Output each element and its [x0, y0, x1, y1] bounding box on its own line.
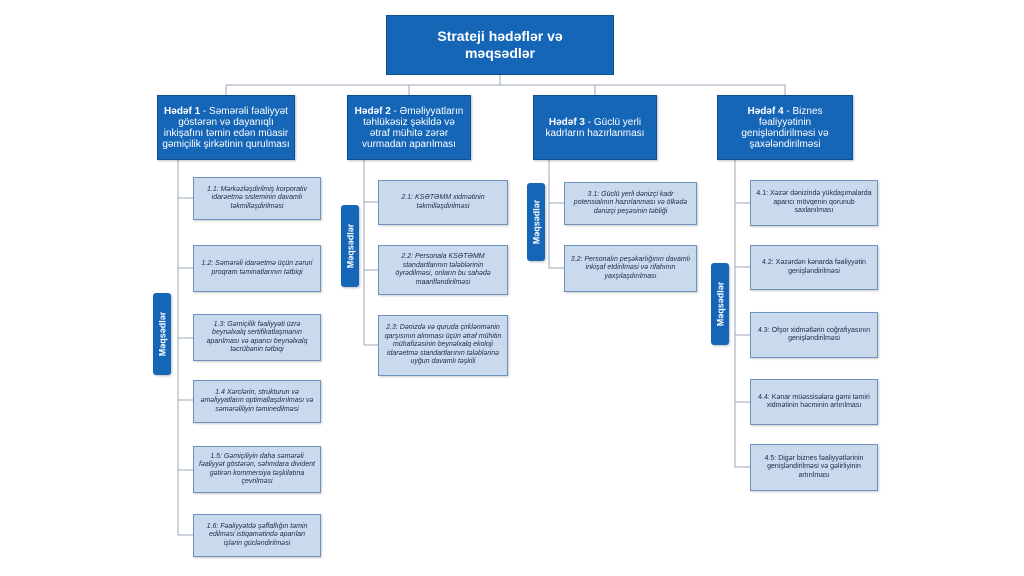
goal-1-text: - Səmərəli fəaliyyət göstərən və dayanıq…	[162, 105, 290, 150]
goal-1-box: Hədəf 1 - Səmərəli fəaliyyət göstərən və…	[157, 95, 295, 160]
goal-4-text: - Biznes fəaliyyətinin genişləndirilməsi…	[741, 105, 829, 150]
goal-4-label: Hədəf 4	[747, 105, 784, 117]
objective-3-1: 3.1: Güclü yerli dənizçi kadr potensialı…	[564, 182, 697, 225]
objective-3-2: 3.2: Personalın peşəkarlığının davamlı i…	[564, 245, 697, 292]
objective-1-3: 1.3: Gəmiçilik fəaliyyəti üzrə beynəlxal…	[193, 314, 321, 361]
goal-4-box: Hədəf 4 - Biznes fəaliyyətinin genişlənd…	[717, 95, 853, 160]
goal-3-label: Hədəf 3	[548, 116, 585, 128]
objective-4-1: 4.1: Xəzər dənizində yükdaşımalarda apar…	[750, 180, 878, 226]
objective-2-2: 2.2: Personala KSƏTƏMM standartlarının t…	[378, 245, 508, 295]
goal-3-box: Hədəf 3 - Güclü yerli kadrların hazırlan…	[533, 95, 657, 160]
goal-2-text: - Əməliyyatların təhlükəsiz şəkildə və ə…	[362, 105, 464, 150]
objective-4-5: 4.5: Digər biznes fəaliyyətlərinin geniş…	[750, 444, 878, 491]
objectives-tag-goal-4: Məqsədlər	[711, 263, 729, 345]
objective-1-2: 1.2: Səmərəli idarəetmə üçün zəruri proq…	[193, 245, 321, 292]
goal-2-box: Hədəf 2 - Əməliyyatların təhlükəsiz şəki…	[347, 95, 471, 160]
goal-2-label: Hədəf 2	[354, 105, 391, 117]
objective-2-3: 2.3: Dənizdə və quruda çirklənmənin qarş…	[378, 315, 508, 376]
objective-1-1: 1.1: Mərkəzləşdirilmiş korporativ idarəe…	[193, 177, 321, 220]
objective-4-3: 4.3: Ofşor xidmətlərin coğrafiyasının ge…	[750, 312, 878, 358]
objective-1-4: 1.4 Xərclərin, strukturun və əməliyyatla…	[193, 380, 321, 423]
objective-4-4: 4.4: Kənar müəssisələrə gəmi təmiri xidm…	[750, 379, 878, 425]
objective-4-2: 4.2: Xəzərdən kənarda fəaliyyətin genişl…	[750, 245, 878, 290]
objective-2-1: 2.1: KSƏTƏMM xidmətinin təkmilləşdirilmə…	[378, 180, 508, 225]
objectives-tag-goal-1: Məqsədlər	[153, 293, 171, 375]
goal-3-text: - Güclü yerli kadrların hazırlanması	[545, 116, 645, 139]
objective-1-6: 1.6: Fəaliyyətdə şəffaflığın təmin edilm…	[193, 514, 321, 557]
objectives-tag-goal-3: Məqsədlər	[527, 183, 545, 261]
objective-1-5: 1.5: Gəmiçiliyin daha səmərəli fəaliyyət…	[193, 446, 321, 493]
goal-1-label: Hədəf 1	[164, 105, 201, 117]
objectives-tag-goal-2: Məqsədlər	[341, 205, 359, 287]
root-title: Strateji hədəflər və məqsədlər	[386, 15, 614, 75]
